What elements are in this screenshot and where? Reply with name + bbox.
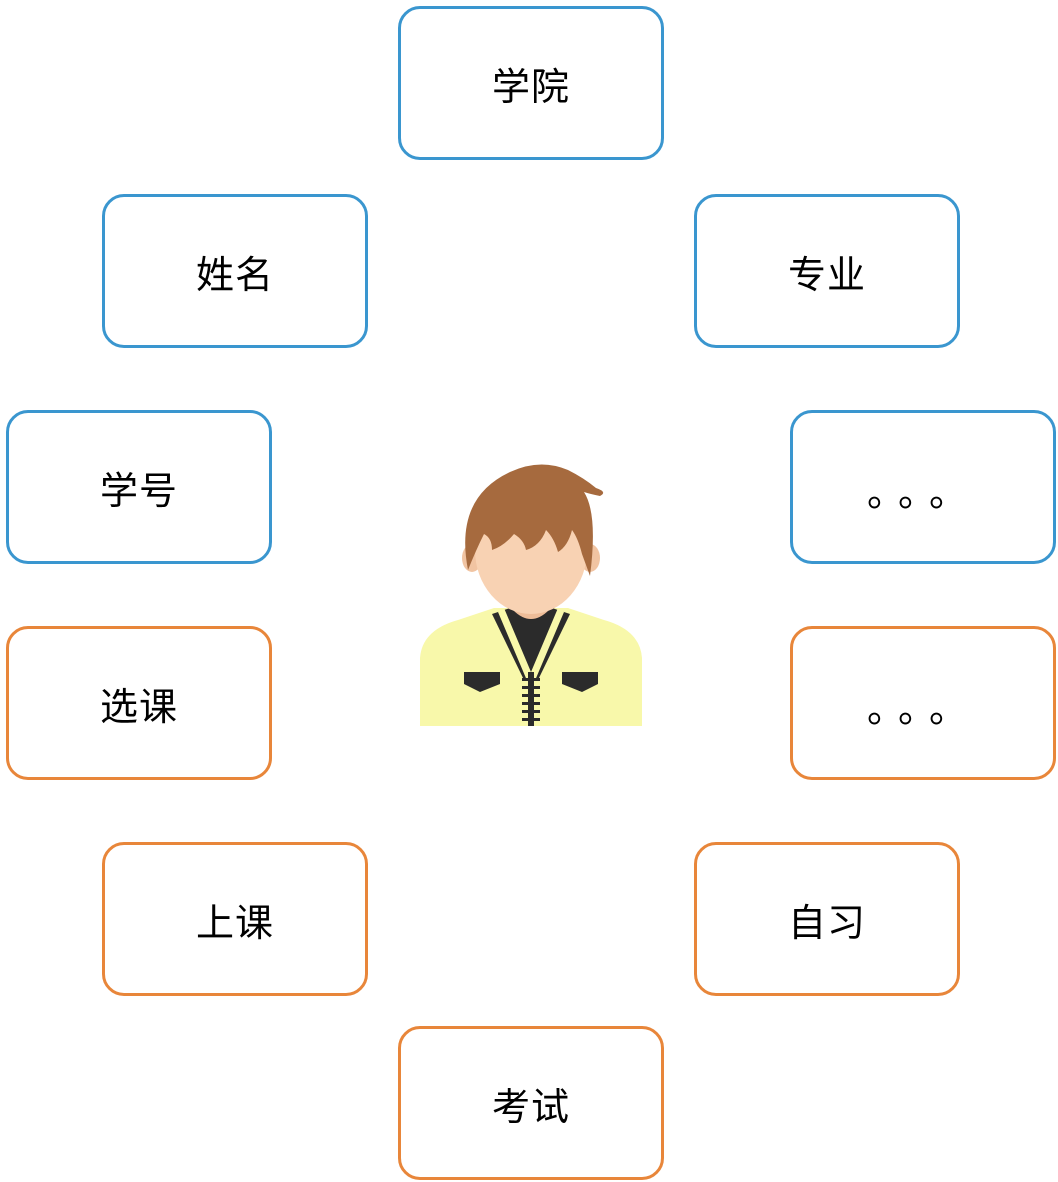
node-label: 考试 [491, 1084, 570, 1129]
node-label: 学院 [491, 64, 570, 109]
activity-node-self-study: 自习 [694, 842, 960, 996]
activity-node-more: 。。。 [790, 626, 1056, 780]
node-label: 上课 [195, 900, 274, 945]
attribute-node-name: 姓名 [102, 194, 368, 348]
node-label: 选课 [99, 684, 178, 729]
node-label: 专业 [787, 252, 866, 297]
attribute-node-major: 专业 [694, 194, 960, 348]
node-label: 姓名 [195, 252, 274, 297]
attribute-node-more: 。。。 [790, 410, 1056, 564]
activity-node-attend-class: 上课 [102, 842, 368, 996]
student-icon [420, 464, 642, 726]
attribute-node-college: 学院 [398, 6, 664, 160]
node-label: 自习 [787, 900, 866, 945]
node-label: 学号 [99, 468, 178, 513]
node-label: 。。。 [866, 686, 979, 731]
activity-node-exam: 考试 [398, 1026, 664, 1180]
attribute-node-student-id: 学号 [6, 410, 272, 564]
activity-node-course-selection: 选课 [6, 626, 272, 780]
node-label: 。。。 [866, 470, 979, 515]
